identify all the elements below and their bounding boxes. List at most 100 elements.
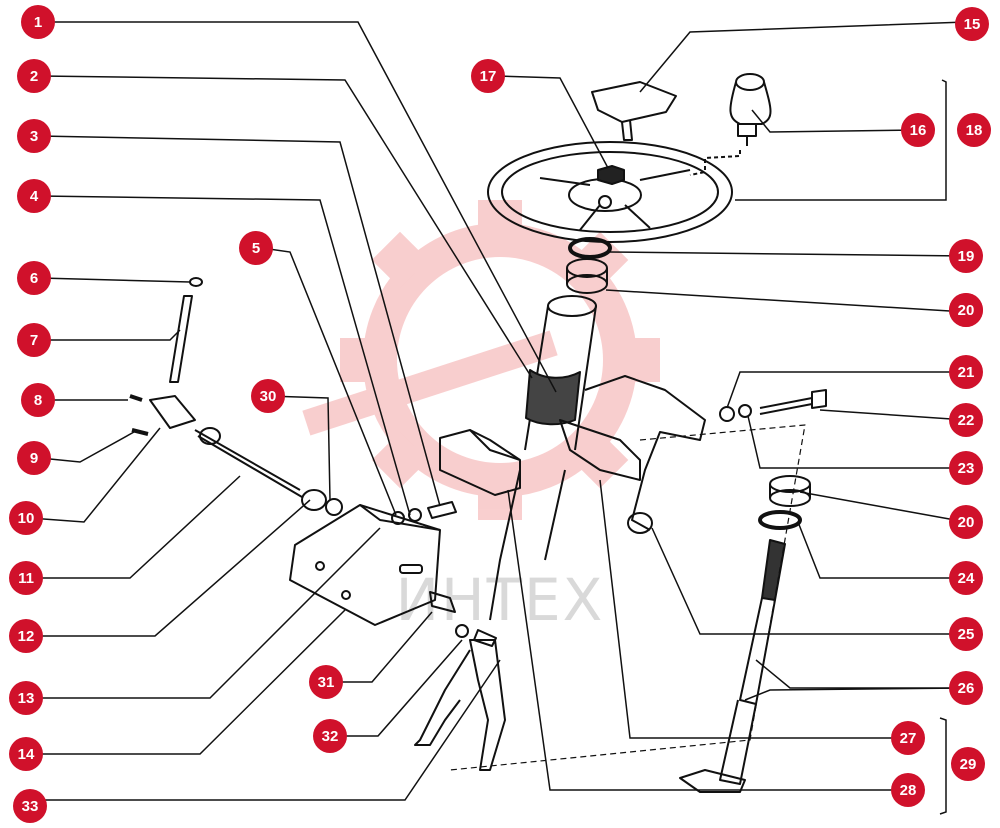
callout-badge-circle [21,5,55,39]
callout-badge-circle [949,293,983,327]
callout-badge: 25 [949,617,983,651]
callout-badge: 16 [901,113,935,147]
callout-badge-number: 20 [958,514,975,531]
callout-badge: 4 [17,179,51,213]
upper-bracket [584,375,706,531]
bearing-20-lower [769,475,811,507]
callout-badge: 8 [21,383,55,417]
callout-badge-circle [21,383,55,417]
callout-badge-number: 15 [964,16,981,33]
washer-5 [391,511,405,525]
callout-badge-number: 1 [34,14,42,31]
callout-badge: 6 [17,261,51,295]
callout-badge-circle [957,113,991,147]
callout-badge: 14 [9,737,43,771]
callout-badge: 13 [9,681,43,715]
callout-badge: 18 [957,113,991,147]
callout-badge-number: 7 [30,332,38,349]
callout-badge: 10 [9,501,43,535]
base-flange [679,769,746,793]
callout-badge: 32 [313,719,347,753]
callout-badge-circle [949,451,983,485]
watermark-text: ИНТЕХ [396,566,605,634]
parts-drawing [129,73,827,793]
callout-badge-circle [949,671,983,705]
callout-badge: 24 [949,561,983,595]
callout-badge-circle [239,231,273,265]
callout-badge-circle [949,403,983,437]
callout-badge-number: 27 [900,730,917,747]
callout-badge: 21 [949,355,983,389]
collar [149,395,196,429]
callout-badge-number: 9 [30,450,38,467]
callout-badge-number: 13 [18,690,35,707]
callout-badge: 23 [949,451,983,485]
callout-badge: 12 [9,619,43,653]
callout-badge: 5 [239,231,273,265]
column-clamp [439,429,521,496]
callout-badge-number: 2 [30,68,38,85]
callout-badge-number: 19 [958,248,975,265]
callout-badge: 31 [309,665,343,699]
callout-badge-circle [17,441,51,475]
callout-badge: 26 [949,671,983,705]
callout-badge-number: 25 [958,626,975,643]
callout-badge-circle [949,617,983,651]
callout-badge-number: 21 [958,364,975,381]
callout-badge: 15 [955,7,989,41]
callout-badge-circle [471,59,505,93]
callout-badge-circle [17,179,51,213]
callout-badge-number: 16 [910,122,927,139]
washer-4 [408,508,422,522]
bolt-22 [719,389,827,422]
callout-badge: 28 [891,773,925,807]
callout-badge-number: 10 [18,510,35,527]
callout-badge-number: 3 [30,128,38,145]
control-rod [194,427,343,516]
steering-wheel [487,141,733,243]
callout-badge: 1 [21,5,55,39]
callout-badge-circle [309,665,343,699]
horn-cap [591,81,677,123]
callout-badge-circle [9,619,43,653]
callout-badge-circle [9,681,43,715]
callout-badge-circle [949,561,983,595]
callout-badge-number: 6 [30,270,38,287]
callout-badge-number: 11 [18,570,34,587]
callout-badge-circle [17,323,51,357]
callout-badge: 27 [891,721,925,755]
callout-badge-number: 23 [958,460,975,477]
callout-badge-number: 28 [900,782,917,799]
callout-badge-number: 26 [958,680,975,697]
callout-badge-number: 31 [318,674,335,691]
callout-badge: 11 [9,561,43,595]
callout-badge-number: 5 [252,240,260,257]
callout-badge-number: 22 [958,412,975,429]
callout-badge: 20 [949,293,983,327]
callout-badge-number: 30 [260,388,277,405]
steering-shaft-26 [719,539,786,785]
callout-badge-circle [17,119,51,153]
callout-badge-number: 33 [22,798,39,815]
pin-7 [169,295,193,383]
callout-badge-circle [13,789,47,823]
callout-badge-number: 8 [34,392,42,409]
callout-badge: 29 [951,747,985,781]
callout-badge: 2 [17,59,51,93]
callout-badge-circle [951,747,985,781]
callout-badge-circle [17,59,51,93]
callout-badge-number: 29 [960,756,977,773]
bolt-3 [427,501,457,519]
callout-badge: 19 [949,239,983,273]
callout-badge-circle [949,505,983,539]
seal-24 [758,510,802,530]
callout-badge-circle [9,737,43,771]
callout-badge-circle [949,239,983,273]
callout-badge-number: 32 [322,728,339,745]
callout-badge: 17 [471,59,505,93]
callout-badge-number: 18 [966,122,983,139]
callout-badge: 3 [17,119,51,153]
bearing-20-upper [566,258,608,294]
callout-badge-circle [891,721,925,755]
